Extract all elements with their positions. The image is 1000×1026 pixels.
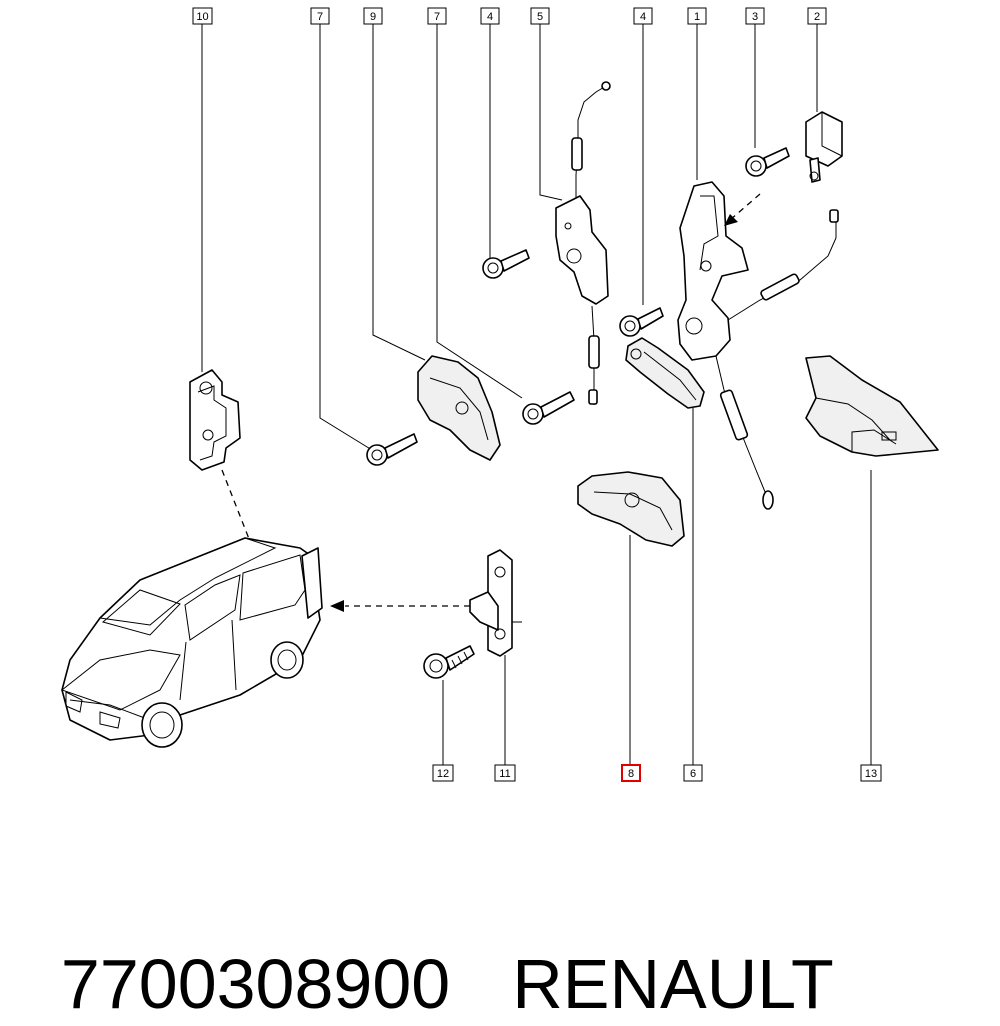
bolt-part-7-left [366,433,418,466]
latch-part-5 [555,81,611,405]
callout-5: 5 [530,7,550,25]
handle-part-6 [625,337,705,409]
svg-text:10: 10 [196,11,208,23]
callout-3: 3 [745,7,765,25]
bolt-part-4-left [482,249,530,279]
callout-4-right: 4 [633,7,653,25]
bolt-part-12 [423,645,475,679]
hinge-bracket-part-11 [469,549,522,657]
svg-text:5: 5 [537,11,543,23]
bolt-part-4-right [619,307,664,337]
svg-text:7: 7 [317,11,323,23]
svg-text:7: 7 [434,11,440,23]
bolt-part-3 [745,147,790,177]
arrow-head [724,214,738,226]
svg-text:6: 6 [690,768,696,780]
callout-6: 6 [683,764,703,782]
svg-text:9: 9 [370,11,376,23]
svg-text:11: 11 [499,768,510,780]
callout-13: 13 [860,764,882,782]
arrow-head [330,600,344,612]
svg-text:8: 8 [628,768,634,780]
callout-8-highlighted: 8 [621,764,641,782]
vehicle-illustration [60,537,323,748]
callout-12: 12 [432,764,454,782]
brand-name: RENAULT [512,945,834,1023]
callout-10: 10 [192,7,213,25]
callout-7-right: 7 [427,7,447,25]
caption: 7700308900 RENAULT [22,858,982,1026]
svg-text:2: 2 [814,11,820,23]
latch-mechanism-part-1 [677,181,839,510]
callout-2: 2 [807,7,827,25]
svg-text:4: 4 [487,11,493,23]
switch-part-2 [805,111,843,183]
cover-part-13 [805,355,939,457]
callout-1: 1 [687,7,707,25]
svg-text:1: 1 [694,11,700,23]
hinge-bracket-part-10 [189,369,241,471]
trim-cover-part-9 [417,355,501,461]
callout-9: 9 [363,7,383,25]
callout-7-left: 7 [310,7,330,25]
leader-lines [201,24,872,765]
trim-panel-part-8 [577,471,685,547]
exploded-parts-diagram: 10 7 9 7 4 5 4 1 3 2 12 11 [60,7,939,782]
callout-4-left: 4 [480,7,500,25]
svg-text:3: 3 [752,11,758,23]
assembly-arrow-line [729,193,761,221]
svg-text:12: 12 [437,768,449,780]
part-number: 7700308900 [60,945,451,1023]
svg-text:13: 13 [865,768,877,780]
bolt-part-7-right [522,391,575,425]
svg-text:4: 4 [640,11,646,23]
callout-11: 11 [494,764,516,782]
